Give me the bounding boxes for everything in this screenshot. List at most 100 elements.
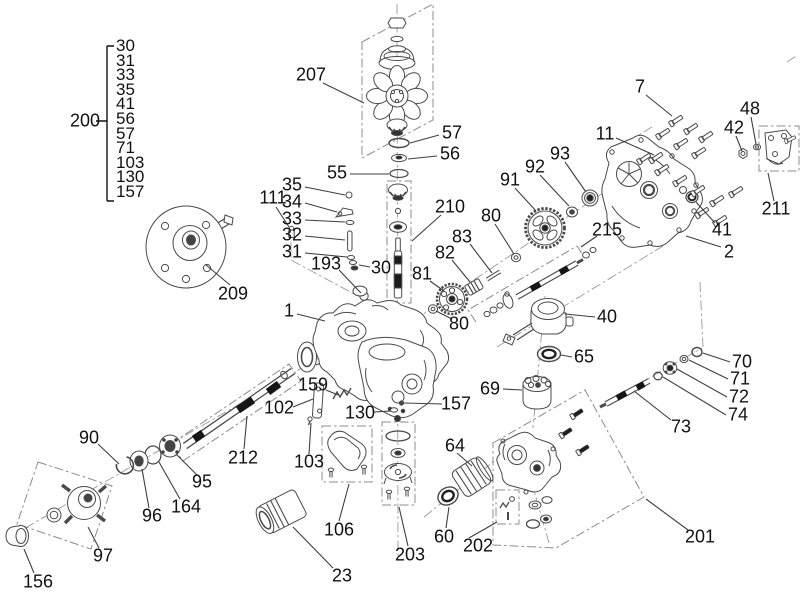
side-cover-2 bbox=[601, 134, 703, 248]
callout-200-items: 30 31 33 35 41 56 57 71 103 130 157 bbox=[116, 36, 145, 201]
box-106 bbox=[321, 425, 373, 483]
part-label-93: 93 bbox=[549, 143, 571, 164]
callout-item: 130 bbox=[116, 167, 145, 187]
part-label-72: 72 bbox=[728, 386, 750, 407]
part-label-56: 56 bbox=[439, 143, 461, 164]
washer-48 bbox=[752, 143, 762, 151]
callout-item: 30 bbox=[116, 36, 135, 55]
cap-156 bbox=[5, 525, 29, 547]
ring-70 bbox=[691, 346, 703, 358]
part-label-65: 65 bbox=[573, 346, 595, 367]
part-label-48: 48 bbox=[739, 98, 761, 119]
part-label-57: 57 bbox=[441, 122, 463, 143]
part-label-7: 7 bbox=[634, 76, 646, 97]
bearing-72 bbox=[662, 361, 678, 375]
final-gear-91 bbox=[524, 207, 566, 249]
part-label-164: 164 bbox=[170, 496, 202, 517]
part-label-91: 91 bbox=[499, 169, 521, 190]
brake-small-parts bbox=[307, 382, 405, 426]
part-label-70: 70 bbox=[731, 351, 753, 372]
part-label-81: 81 bbox=[411, 263, 433, 284]
part-label-32: 32 bbox=[281, 224, 303, 245]
hub-assembly-97 bbox=[46, 483, 108, 525]
hub-209 bbox=[145, 205, 234, 289]
callout-item: 157 bbox=[116, 181, 145, 201]
part-label-74: 74 bbox=[727, 404, 749, 425]
part-label-103: 103 bbox=[293, 451, 325, 472]
part-label-11: 11 bbox=[595, 123, 615, 144]
part-label-31: 31 bbox=[281, 241, 303, 262]
cylinder-block-64 bbox=[451, 456, 494, 497]
bearing-93 bbox=[581, 189, 599, 207]
part-label-82: 82 bbox=[434, 242, 456, 263]
part-label-159: 159 bbox=[297, 374, 329, 395]
trunnion-40 bbox=[502, 298, 574, 346]
callout-item: 33 bbox=[116, 65, 135, 85]
part-label-90: 90 bbox=[78, 427, 100, 448]
part-label-64: 64 bbox=[444, 435, 466, 456]
part-label-96: 96 bbox=[141, 505, 163, 526]
part-label-157: 157 bbox=[440, 393, 472, 414]
callout-item: 31 bbox=[116, 50, 135, 70]
callout-item: 71 bbox=[116, 138, 135, 158]
part-label-207: 207 bbox=[295, 64, 327, 85]
part-label-95: 95 bbox=[191, 471, 213, 492]
part-label-23: 23 bbox=[331, 565, 353, 586]
washer-74 bbox=[653, 371, 663, 381]
part-label-200: 200 bbox=[70, 110, 101, 131]
ring-55 bbox=[389, 168, 409, 179]
box-201 bbox=[492, 389, 645, 549]
part-label-102: 102 bbox=[263, 397, 295, 418]
part-label-211: 211 bbox=[761, 198, 791, 219]
part-label-80b: 80 bbox=[448, 313, 470, 334]
fan bbox=[366, 65, 428, 127]
part-label-30: 30 bbox=[370, 257, 392, 278]
washer-71 bbox=[679, 354, 689, 364]
center-plate-203 bbox=[383, 430, 413, 500]
callout-item: 35 bbox=[116, 79, 135, 99]
oil-filter-23 bbox=[255, 489, 307, 534]
box-203 bbox=[381, 421, 416, 506]
part-label-55: 55 bbox=[326, 162, 348, 183]
callout-item: 57 bbox=[116, 123, 135, 143]
part-label-34: 34 bbox=[281, 191, 303, 212]
nut-42 bbox=[738, 147, 748, 160]
group-boxes bbox=[16, 3, 800, 550]
washer-56 bbox=[391, 153, 407, 163]
fitting-111 bbox=[288, 225, 295, 238]
box-97 bbox=[16, 461, 113, 550]
ring-57 bbox=[388, 137, 410, 149]
bracket-211 bbox=[764, 129, 797, 165]
part-label-40: 40 bbox=[596, 306, 618, 327]
motor-shaft-73 bbox=[599, 378, 651, 409]
part-label-130: 130 bbox=[344, 402, 376, 423]
box-202 bbox=[495, 489, 520, 525]
part-label-33: 33 bbox=[281, 208, 303, 229]
callout-item: 103 bbox=[116, 152, 145, 172]
part-label-212: 212 bbox=[227, 447, 259, 468]
part-label-202: 202 bbox=[462, 535, 494, 556]
fan-assembly bbox=[366, 17, 428, 136]
part-label-203: 203 bbox=[394, 544, 426, 565]
bearing-set bbox=[115, 434, 181, 475]
part-label-156: 156 bbox=[22, 571, 54, 592]
callout-item: 56 bbox=[116, 108, 135, 128]
seal-60 bbox=[437, 486, 459, 506]
part-label-111: 111 bbox=[259, 187, 287, 208]
part-label-69: 69 bbox=[479, 378, 501, 399]
box-212 bbox=[170, 363, 302, 462]
part-label-215: 215 bbox=[591, 219, 623, 240]
housing-1 bbox=[297, 285, 450, 419]
part-label-209: 209 bbox=[217, 283, 249, 304]
part-label-71: 71 bbox=[729, 368, 751, 389]
leader-lines bbox=[23, 82, 775, 574]
axle-shaft-212 bbox=[182, 367, 296, 450]
part-label-210: 210 bbox=[434, 196, 466, 217]
part-label-60: 60 bbox=[433, 526, 455, 547]
gear-train bbox=[427, 252, 522, 316]
part-label-83: 83 bbox=[451, 226, 473, 247]
part-label-193: 193 bbox=[310, 253, 342, 274]
pin-kit-202 bbox=[499, 496, 515, 520]
